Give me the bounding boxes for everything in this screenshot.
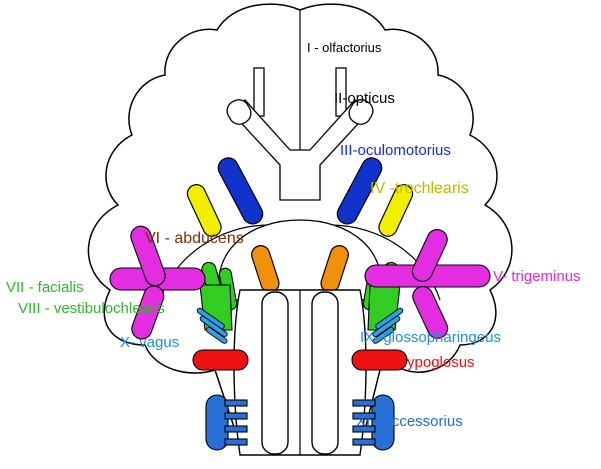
olfactory-bar-left <box>254 68 264 116</box>
label-vagus: X- vagus <box>120 334 179 351</box>
label-olfactorius: I - olfactorius <box>307 40 382 55</box>
accessory-left-root-2 <box>225 413 247 419</box>
label-trigeminus: V- trigeminus <box>493 268 581 285</box>
label-oculomotorius: III-oculomotorius <box>340 142 451 159</box>
hypoglossal-left <box>193 350 248 370</box>
accessory-right-root-1 <box>353 400 375 406</box>
label-accessorius: XI - accessorius <box>356 413 463 430</box>
pyramid-left <box>262 292 288 454</box>
label-vestibulocochlearis: VIII - vestibulochlearis <box>18 300 165 317</box>
label-trochlearis: IV -trochlearis <box>370 180 469 197</box>
label-glossopharingeus: IX- glossopharingeus <box>360 329 501 346</box>
accessory-left-root-1 <box>225 400 247 406</box>
label-hypoglosus: XII - hypoglosus <box>367 354 475 371</box>
accessory-left-root-3 <box>225 426 247 432</box>
label-opticus: II-opticus <box>334 90 395 107</box>
label-abducens: VI - abducens <box>145 230 244 247</box>
pyramid-right <box>312 292 338 454</box>
brainstem <box>234 290 366 455</box>
accessory-left-root-4 <box>225 439 247 445</box>
label-facialis: VII - facialis <box>6 279 84 296</box>
accessory-right-root-4 <box>353 439 375 445</box>
